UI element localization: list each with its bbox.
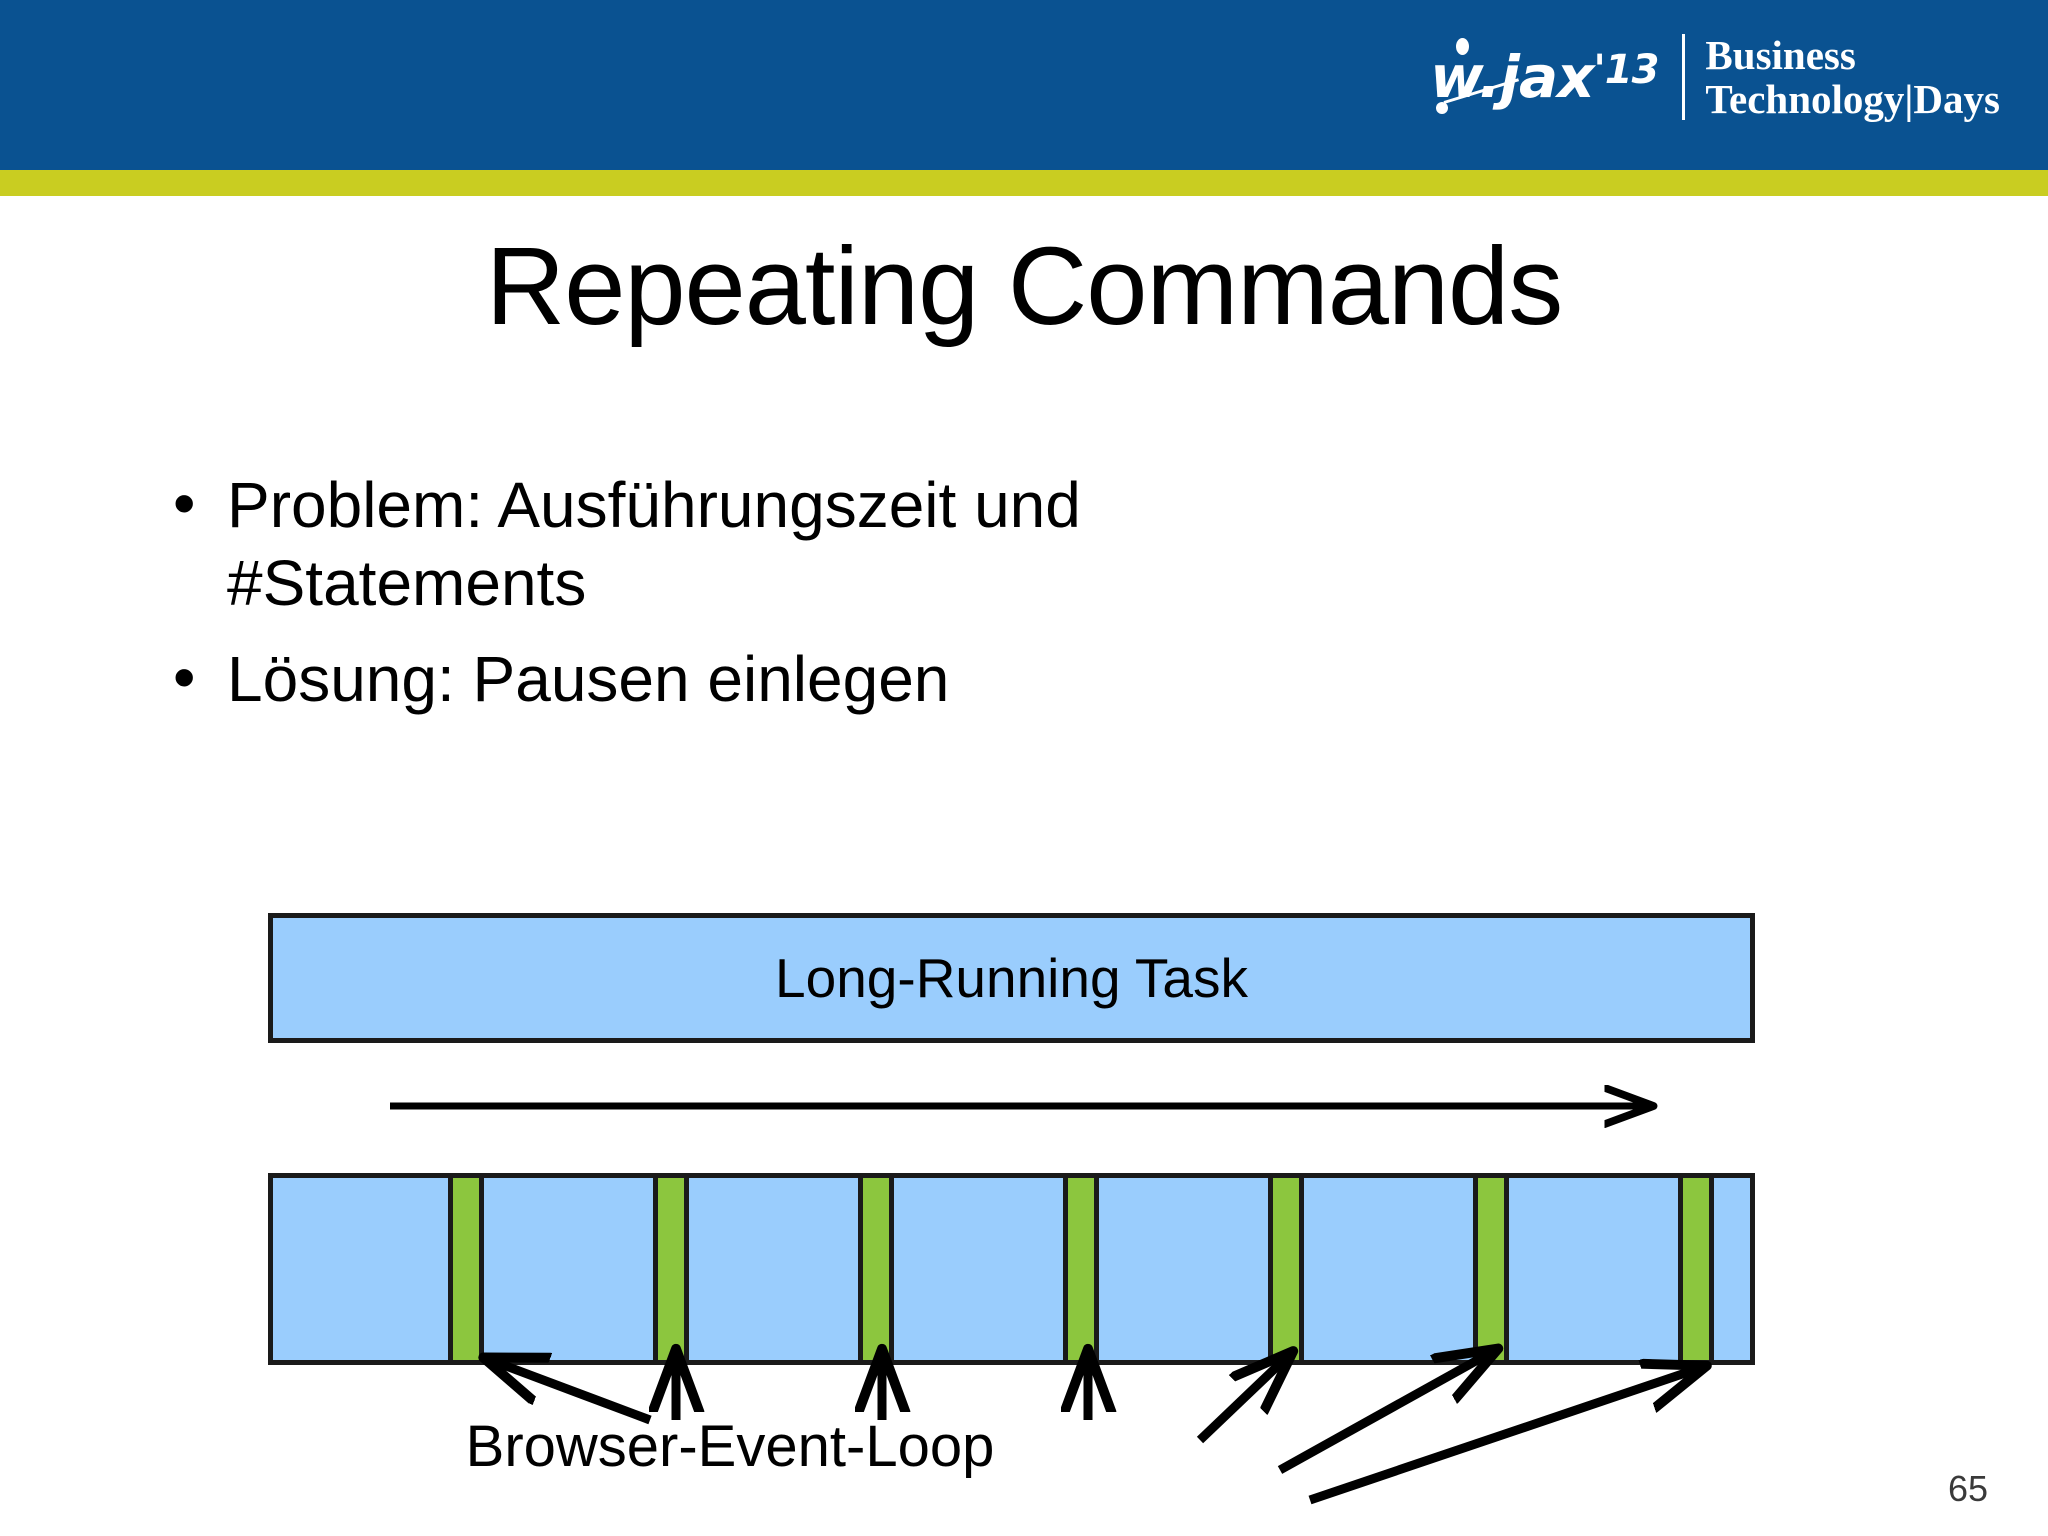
pause-slice xyxy=(653,1178,689,1360)
bullet-list: • Problem: Ausführungszeit und #Statemen… xyxy=(165,466,1725,736)
bullet-marker-icon: • xyxy=(173,641,196,714)
list-item: • Problem: Ausführungszeit und #Statemen… xyxy=(165,466,1725,622)
header-accent-bar xyxy=(0,170,2048,196)
wjax-logo-mark: w.jax'13 xyxy=(1430,38,1662,114)
page-number: 65 xyxy=(1947,1468,1988,1509)
header-band xyxy=(0,0,2048,170)
brand-divider xyxy=(1682,34,1686,120)
segmented-task-bar xyxy=(268,1173,1755,1365)
brand-tagline: Business Technology|Days xyxy=(1705,31,2000,122)
list-item: • Lösung: Pausen einlegen xyxy=(165,640,1725,718)
bullet-marker-icon: • xyxy=(173,467,196,539)
brand-tagline-line1: Business xyxy=(1705,31,1856,78)
brand-tagline-line2: Technology|Days xyxy=(1705,76,2000,122)
pause-slice xyxy=(1268,1178,1304,1360)
loop-pointer-arrow xyxy=(490,1360,652,1425)
brand-logo: w.jax'13 Business Technology|Days xyxy=(1430,22,2000,132)
pause-slice xyxy=(448,1178,484,1360)
pause-slice xyxy=(858,1178,894,1360)
long-running-task-box: Long-Running Task xyxy=(268,913,1755,1043)
pause-slice xyxy=(1063,1178,1099,1360)
bullet-text: Lösung: Pausen einlegen xyxy=(227,643,950,716)
wjax-node-icon xyxy=(1436,102,1449,114)
bullet-text: Problem: Ausführungszeit und #Statements xyxy=(227,469,1081,620)
pause-slice xyxy=(1678,1178,1714,1360)
long-running-task-label: Long-Running Task xyxy=(775,946,1248,1009)
page-title: Repeating Commands xyxy=(485,225,1563,348)
wjax-year: '13 xyxy=(1593,47,1660,93)
wjax-dot-icon xyxy=(1456,38,1470,55)
browser-event-loop-label: Browser-Event-Loop xyxy=(465,1414,995,1479)
pause-slice xyxy=(1473,1178,1509,1360)
